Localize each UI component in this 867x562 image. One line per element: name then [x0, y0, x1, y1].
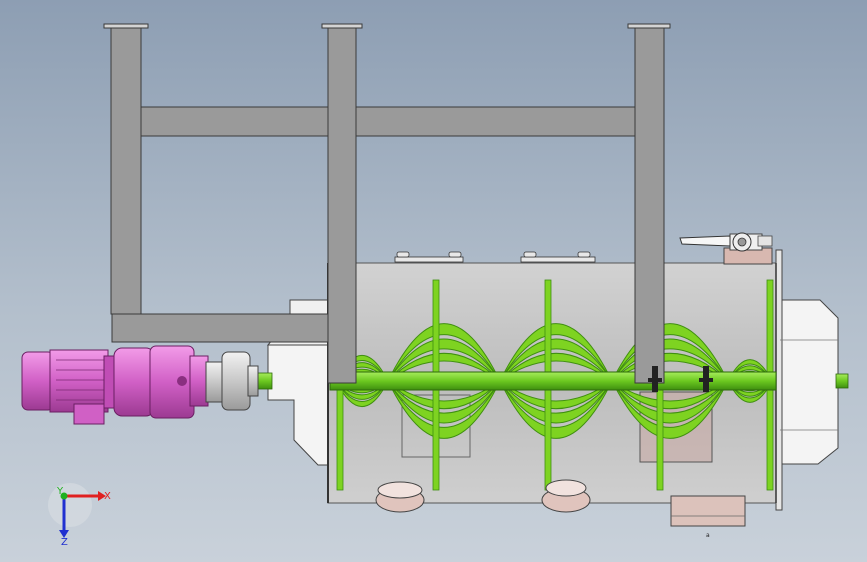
shaft-clamps: [648, 366, 713, 392]
coordinate-triad: [48, 483, 106, 538]
support-frame: [103, 23, 671, 384]
right-end-cover: [775, 249, 839, 511]
discharge-valve-middle: [541, 479, 591, 513]
z-axis-label: Z: [61, 537, 68, 548]
bottom-bracket: [670, 495, 746, 527]
inlet-valve: [679, 232, 773, 265]
x-axis-label: X: [104, 491, 111, 502]
part-label: a: [706, 532, 710, 539]
gearbox: [113, 345, 209, 419]
shaft-end-right: [835, 373, 849, 389]
shaft-coupling: [205, 351, 259, 411]
y-axis-label: Y: [56, 486, 64, 497]
drive-motor: [21, 349, 117, 425]
discharge-valve-left: [375, 481, 425, 513]
lid-hinges: [394, 251, 596, 263]
